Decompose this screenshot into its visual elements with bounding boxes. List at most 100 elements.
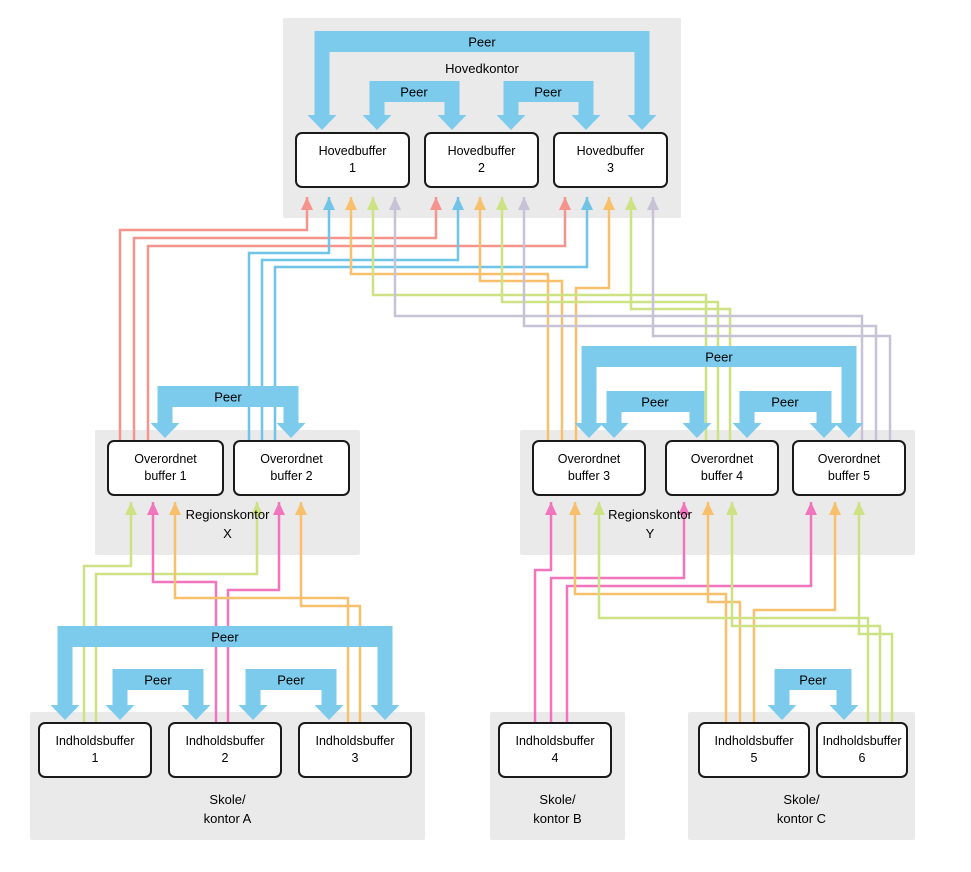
flow-arrow-orange [295,502,362,722]
flow-arrow-magenta [549,502,690,722]
flow-arrow-salmon [146,197,571,440]
peer-label: Peer [468,34,496,50]
label-line: Regionskontor [608,507,692,522]
node-label: buffer 4 [700,469,744,483]
flow-arrow-magenta [533,502,557,722]
flow-arrow-magenta [147,502,218,722]
peer-arrow [105,669,211,720]
peer-label: Peer [277,672,305,688]
peer-label: Peer [799,672,827,688]
node-indholdsbuffer-6: Indholdsbuffer 6 [816,722,908,778]
flow-arrow-orange [345,197,550,440]
node-label: 1 [349,161,356,175]
flow-arrow-green [94,502,263,722]
peer-label: Peer [214,389,242,405]
node-label: 4 [551,751,559,765]
label-skole-kontor-b: Skole/kontor B [490,790,625,828]
flow-arrow-lavender [518,197,878,440]
peer-label: Peer [641,394,669,410]
node-label: Overordnet [557,452,621,466]
label-hovedkontor: Hovedkontor [283,59,681,78]
flow-arrow-orange [169,502,350,722]
node-label: 3 [607,161,614,175]
peer-arrow [362,81,467,130]
node-label: Hovedbuffer [318,144,387,158]
node-label: 5 [750,751,758,765]
label-skole-kontor-a: Skole/kontor A [30,790,425,828]
peer-label: Peer [705,349,733,365]
node-overordnet-buffer-5: Overordnet buffer 5 [792,440,906,496]
node-overordnet-buffer-4: Overordnet buffer 4 [665,440,779,496]
node-label: 6 [858,751,866,765]
node-overordnet-buffer-1: Overordnet buffer 1 [107,440,224,496]
label-skole-kontor-c: Skole/kontor C [688,790,915,828]
flow-arrow-green [625,197,732,440]
peer-arrow [599,391,712,438]
label-line: kontor A [203,811,252,826]
flow-arrow-magenta [565,502,817,722]
node-label: Overordnet [690,452,754,466]
flow-arrow-orange [569,502,728,722]
node-label: Indholdsbuffer [822,734,902,748]
flow-arrow-lavender [389,197,864,440]
node-overordnet-buffer-2: Overordnet buffer 2 [233,440,350,496]
label-line: kontor C [776,811,827,826]
peer-label: Peer [211,629,239,645]
node-label: Indholdsbuffer [185,734,265,748]
flow-arrow-sky_blue [247,197,335,440]
peer-label: Peer [534,84,562,100]
node-label: 2 [221,751,229,765]
peer-label: Peer [144,672,172,688]
peer-arrow [307,31,657,130]
flow-arrow-salmon [132,197,442,440]
flow-arrow-sky_blue [260,197,464,440]
node-label: Indholdsbuffer [55,734,135,748]
peer-arrow [496,81,601,130]
flow-arrow-green [853,502,894,722]
flow-arrow-green [593,502,870,722]
node-label: Overordnet [134,452,197,466]
flow-arrow-orange [752,502,841,722]
flow-arrow-orange [702,502,742,722]
node-label: 3 [351,751,359,765]
label-line: Y [645,526,655,541]
peer-arrow [150,386,306,438]
node-indholdsbuffer-2: Indholdsbuffer 2 [168,722,282,778]
peer-label: Peer [771,394,799,410]
flow-arrow-sky_blue [273,197,593,440]
peer-arrow [50,626,400,720]
node-indholdsbuffer-5: Indholdsbuffer 5 [698,722,810,778]
flow-arrow-orange [574,197,615,440]
label-line: Skole/ [539,792,576,807]
node-label: Overordnet [260,452,323,466]
node-label: Indholdsbuffer [515,734,595,748]
node-overordnet-buffer-3: Overordnet buffer 3 [532,440,646,496]
node-label: buffer 3 [567,469,611,483]
node-label: buffer 5 [827,469,871,483]
node-label: buffer 2 [270,469,313,483]
flow-arrow-lavender [647,197,892,440]
label-line: Skole/ [783,792,820,807]
flow-arrow-green [367,197,708,440]
peer-arrow [732,391,839,438]
peer-arrow [238,669,344,720]
node-label: Overordnet [817,452,881,466]
label-line: Hovedkontor [445,61,519,76]
node-hovedbuffer-1: Hovedbuffer 1 [295,132,410,188]
label-line: kontor B [533,811,582,826]
node-label: buffer 1 [144,469,187,483]
node-label: Indholdsbuffer [714,734,794,748]
peer-label: Peer [400,84,428,100]
label-line: X [223,526,232,541]
flow-arrow-orange [474,197,564,440]
peer-arrow [574,346,864,438]
node-label: 2 [478,161,485,175]
